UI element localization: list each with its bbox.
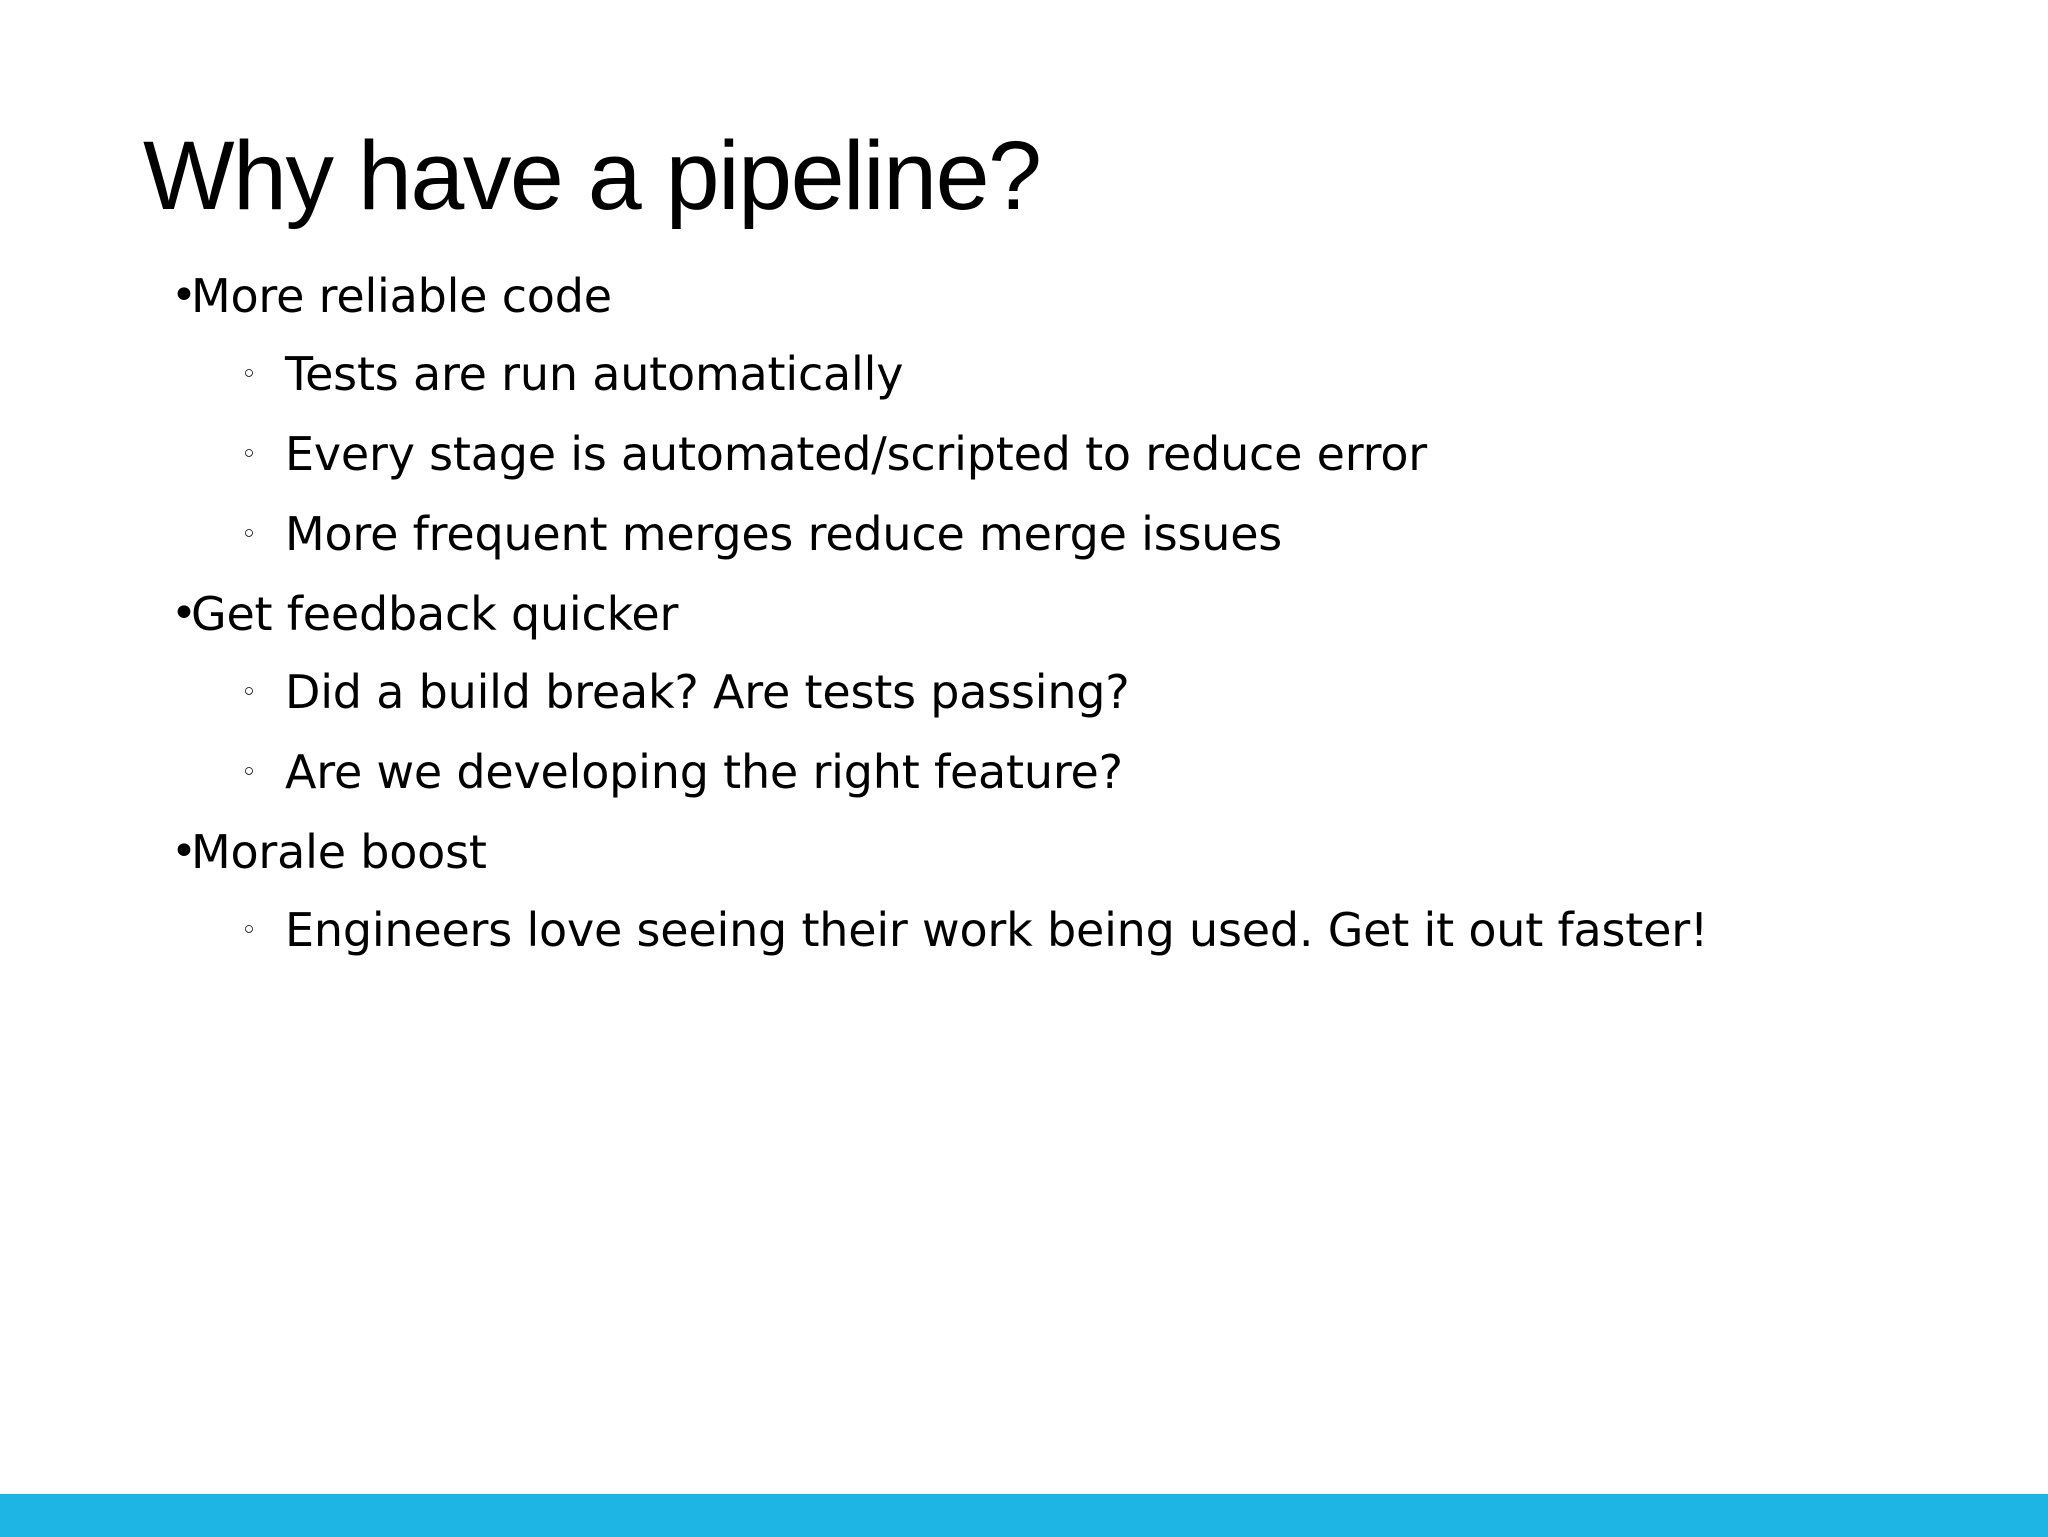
list-item: • More reliable code bbox=[143, 268, 1943, 324]
bullet-marker-hollow-icon: ◦ bbox=[241, 757, 257, 788]
list-item-label: Are we developing the right feature? bbox=[285, 745, 1123, 799]
list-item-label: Engineers love seeing their work being u… bbox=[285, 903, 1709, 957]
list-item: • Get feedback quicker bbox=[143, 586, 1943, 642]
list-item-label: Morale boost bbox=[191, 825, 487, 879]
list-item: • Morale boost bbox=[143, 824, 1943, 880]
list-item: ◦ Engineers love seeing their work being… bbox=[237, 902, 1943, 960]
list-item-label: More reliable code bbox=[191, 269, 612, 323]
bullet-marker-filled-icon: • bbox=[171, 826, 197, 877]
list-item-label: More frequent merges reduce merge issues bbox=[285, 507, 1283, 561]
bullet-marker-hollow-icon: ◦ bbox=[241, 439, 257, 470]
footer-accent-bar bbox=[0, 1494, 2048, 1537]
list-item-label: Tests are run automatically bbox=[285, 347, 904, 401]
bullet-marker-hollow-icon: ◦ bbox=[241, 359, 257, 390]
list-item: ◦ Tests are run automatically bbox=[237, 346, 1943, 404]
list-item-label: Did a build break? Are tests passing? bbox=[285, 665, 1130, 719]
bullet-list: • More reliable code ◦ Tests are run aut… bbox=[143, 268, 1943, 982]
bullet-marker-hollow-icon: ◦ bbox=[241, 915, 257, 946]
list-item-label: Get feedback quicker bbox=[191, 587, 679, 641]
page-title: Why have a pipeline? bbox=[143, 120, 1042, 230]
list-item: ◦ Did a build break? Are tests passing? bbox=[237, 664, 1943, 722]
bullet-marker-hollow-icon: ◦ bbox=[241, 519, 257, 550]
list-item-label: Every stage is automated/scripted to red… bbox=[285, 427, 1428, 481]
bullet-marker-filled-icon: • bbox=[171, 270, 197, 321]
list-item: ◦ Are we developing the right feature? bbox=[237, 744, 1943, 802]
list-item: ◦ More frequent merges reduce merge issu… bbox=[237, 506, 1943, 564]
bullet-marker-filled-icon: • bbox=[171, 588, 197, 639]
list-item: ◦ Every stage is automated/scripted to r… bbox=[237, 426, 1943, 484]
bullet-marker-hollow-icon: ◦ bbox=[241, 677, 257, 708]
